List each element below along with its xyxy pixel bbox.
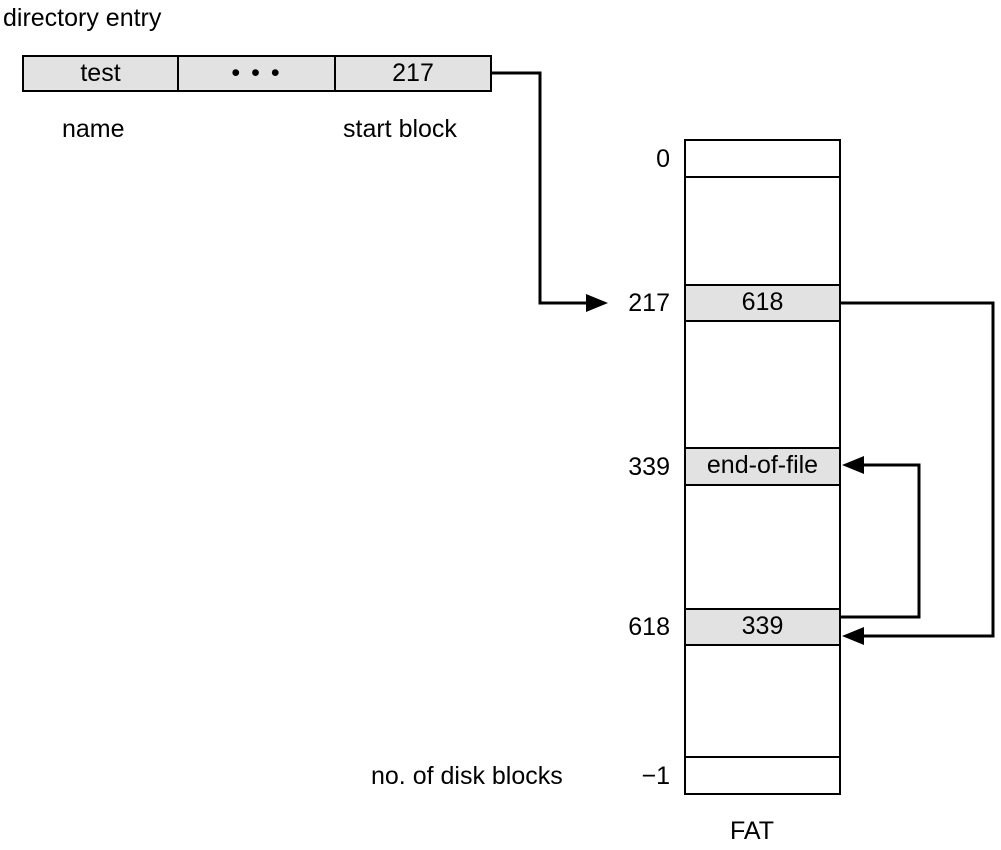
fat-caption: FAT (730, 817, 774, 845)
disk-blocks-label: no. of disk blocks (371, 762, 563, 790)
directory-entry-caption: directory entry (3, 4, 162, 32)
arrowhead-217 (586, 294, 608, 312)
directory-field-start-block: 217 (334, 55, 492, 92)
fat-entry-618: 339 (684, 608, 841, 646)
fat-index-339: 339 (628, 453, 670, 481)
fat-entry-0 (684, 139, 841, 178)
fat-entry-last (684, 756, 841, 795)
arrow-start-to-217 (492, 71, 588, 305)
arrow-217-to-618 (841, 301, 995, 638)
arrowhead-618 (842, 627, 864, 645)
fat-index-0: 0 (656, 145, 670, 173)
fat-index-last: −1 (641, 762, 670, 790)
fat-index-618: 618 (628, 613, 670, 641)
directory-field-name: test (22, 55, 179, 92)
start-block-label: start block (343, 115, 457, 143)
fat-index-217: 217 (628, 289, 670, 317)
fat-entry-339: end-of-file (684, 447, 841, 486)
fat-entry-217: 618 (684, 284, 841, 322)
name-label: name (62, 115, 125, 143)
arrowhead-339 (842, 456, 864, 474)
arrow-618-to-339 (841, 463, 921, 619)
